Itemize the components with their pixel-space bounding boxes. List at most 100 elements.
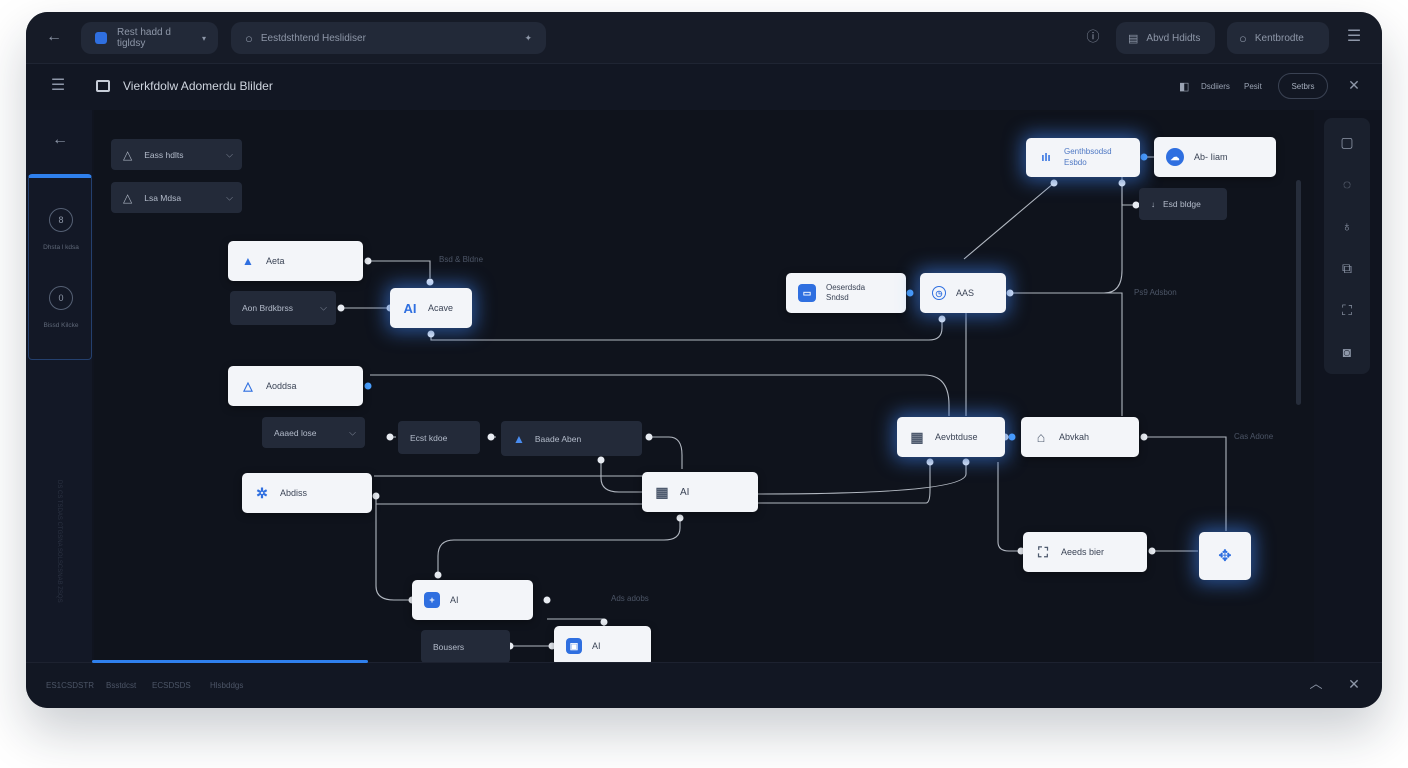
node-label: Genthbsodsd	[1064, 147, 1112, 157]
workflow-node[interactable]: ▲ Aeta	[228, 241, 363, 281]
workflow-node[interactable]: ▣ AI	[554, 626, 651, 666]
node-label: Aaaed lose	[274, 427, 317, 438]
chevron-down-icon: ⌵	[226, 149, 233, 159]
arrow-down-icon: ↓	[1151, 199, 1155, 209]
workflow-dropdown-node[interactable]: Aon Brdkbrss ⌵	[230, 291, 336, 325]
triangle-logo-icon: ▲	[242, 254, 254, 268]
action-2-button[interactable]: Pesit	[1244, 82, 1262, 91]
workflow-node[interactable]: ✲ Abdiss	[242, 473, 372, 513]
back-arrow-icon[interactable]: ←	[46, 28, 62, 45]
close-icon[interactable]: ✕	[1348, 676, 1360, 692]
camera-icon[interactable]: ◙	[1342, 344, 1352, 360]
menu-icon[interactable]: ☰	[1346, 28, 1362, 45]
panel-item-badge[interactable]: 0	[49, 286, 73, 310]
status-text: Bsstdcst	[106, 681, 137, 690]
node-label: Esd bldge	[1163, 199, 1201, 209]
search-input[interactable]: ○ Eestdsthtend Heslidiser ✦	[231, 22, 546, 54]
workflow-node[interactable]: ☁ Ab- Iiam	[1154, 137, 1276, 177]
node-label: Aevbtduse	[935, 432, 978, 442]
workflow-node-active[interactable]: AI Acave	[390, 288, 472, 328]
chevron-down-icon: ⌵	[320, 302, 327, 313]
node-label: Aeta	[266, 256, 285, 266]
panel-items-group: 8 Dhsta l kdsa 0 Bissd Kilcke	[28, 174, 92, 360]
node-label: Ecst kdoe	[410, 432, 448, 443]
workflow-node[interactable]: ▭ Oeserdsda Sndsd	[786, 273, 906, 313]
node-label: Acave	[428, 303, 454, 313]
search-icon: ○	[245, 30, 253, 46]
workflow-logo-icon	[96, 80, 110, 92]
action-1-button[interactable]: Dsdiiers	[1201, 82, 1230, 91]
panel-item-label[interactable]: Dhsta l kdsa	[43, 244, 79, 251]
hamburger-icon[interactable]: ☰	[50, 77, 66, 94]
search-icon: ○	[1239, 30, 1247, 46]
progress-bar	[92, 660, 368, 663]
workflow-node[interactable]: △ Aoddsa	[228, 366, 363, 406]
node-label: Aon Brdkbrss	[242, 303, 294, 313]
node-label-group: Genthbsodsd Esbdo	[1064, 147, 1112, 168]
sparkle-icon[interactable]: ✦	[524, 32, 532, 43]
status-text: Hlsbddgs	[210, 681, 244, 690]
puzzle-node[interactable]: ✥	[1199, 532, 1251, 580]
wire-label: Bsd & Bldne	[439, 255, 484, 264]
wire-label: Cas Adone	[1234, 432, 1274, 441]
wire-label: Ads adobs	[611, 594, 649, 603]
layers-icon[interactable]: ⧉	[1342, 260, 1352, 276]
mode-dropdown[interactable]: △ Lsa Mdsa ⌵	[111, 182, 242, 213]
share-icon[interactable]: ◧	[1179, 81, 1190, 93]
workflow-dark-node[interactable]: ↓ Esd bldge	[1139, 188, 1227, 220]
workflow-dark-node[interactable]: Bousers	[421, 630, 510, 663]
workflow-node[interactable]: ⌂ Abvkah	[1021, 417, 1139, 457]
workflow-node[interactable]: ⛶ Aeeds bier	[1023, 532, 1147, 572]
node-label: Abvkah	[1059, 432, 1090, 442]
project-selector[interactable]: Rest hadd d tigldsy ▾	[81, 22, 218, 54]
node-label: AI	[680, 486, 690, 498]
node-label: AAS	[956, 288, 975, 298]
document-icon: ▤	[1128, 32, 1139, 45]
workflow-dark-node[interactable]: Ecst kdoe	[398, 421, 480, 454]
workflow-node-active[interactable]: ▦ Aevbtduse	[897, 417, 1005, 457]
assist-button[interactable]: ▤ Abvd Hdidts	[1116, 22, 1215, 54]
chat-icon: ▭	[798, 284, 816, 302]
grid-icon: ▦	[655, 483, 669, 500]
workflow-node-active[interactable]: ◷ AAS	[920, 273, 1006, 313]
workflow-node[interactable]: + AI	[412, 580, 533, 620]
workflow-canvas[interactable]: △ Eass hdlts ⌵ △ Lsa Mdsa ⌵ ▲ Aeta Aon B…	[94, 110, 1314, 666]
filter-dropdown-label: Eass hdlts	[144, 149, 184, 160]
node-label: Aoddsa	[266, 381, 297, 391]
collapse-arrow-icon[interactable]: ←	[52, 131, 68, 148]
status-text: ES1CSDSTR	[46, 681, 95, 690]
node-label: Bousers	[433, 641, 465, 652]
frame-icon: ⛶	[1038, 543, 1048, 560]
ai-icon: AI	[403, 300, 417, 316]
node-label: Ab- Iiam	[1194, 152, 1228, 162]
panel-item-badge[interactable]: 8	[49, 208, 73, 232]
save-icon[interactable]: ▢	[1340, 134, 1354, 150]
workflow-node[interactable]: ▦ AI	[642, 472, 758, 512]
info-icon[interactable]: ⓘ	[1086, 29, 1100, 44]
node-label: Aeeds bier	[1061, 547, 1105, 557]
close-icon[interactable]: ✕	[1348, 77, 1360, 93]
chevron-up-icon[interactable]: ︿	[1309, 676, 1323, 691]
wire-label: Ps9 Adsbon	[1134, 288, 1177, 297]
home-icon: ⌂	[1036, 429, 1046, 445]
warning-icon: △	[123, 147, 133, 162]
editor-header: ☰ Vierkfdolw Adomerdu Blilder ◧ Dsdiiers…	[26, 64, 1382, 110]
filter-dropdown[interactable]: △ Eass hdlts ⌵	[111, 139, 242, 170]
crop-icon[interactable]: ⛶	[1342, 302, 1352, 318]
workflow-dropdown-node[interactable]: Aaaed lose ⌵	[262, 417, 365, 448]
comment-icon[interactable]: ◌	[1342, 176, 1352, 192]
app-window: ← Rest hadd d tigldsy ▾ ○ Eestdsthtend H…	[26, 12, 1382, 708]
canvas-scrollbar[interactable]	[1296, 180, 1301, 405]
mode-dropdown-label: Lsa Mdsa	[144, 192, 182, 203]
panel-item-label[interactable]: Bissd Kilcke	[43, 322, 79, 329]
workflow-node-active[interactable]: ılı Genthbsodsd Esbdo	[1026, 138, 1140, 177]
vertical-ruler-text: DS CS TSDAS CTGSNA SOLSCSNAB ZSQS	[56, 480, 62, 603]
find-label: Kentbrodte	[1254, 32, 1304, 44]
workflow-dark-node[interactable]: ▲ Baade Aben	[501, 421, 642, 456]
pin-icon[interactable]: ♁	[1341, 218, 1353, 234]
box-icon: ▣	[566, 638, 582, 654]
find-button[interactable]: ○ Kentbrodte	[1227, 22, 1329, 54]
node-label-group: Oeserdsda Sndsd	[826, 283, 865, 304]
action-3-button[interactable]: Setbrs	[1278, 73, 1328, 99]
left-panel: ← 8 Dhsta l kdsa 0 Bissd Kilcke DS CS TS…	[26, 110, 92, 662]
